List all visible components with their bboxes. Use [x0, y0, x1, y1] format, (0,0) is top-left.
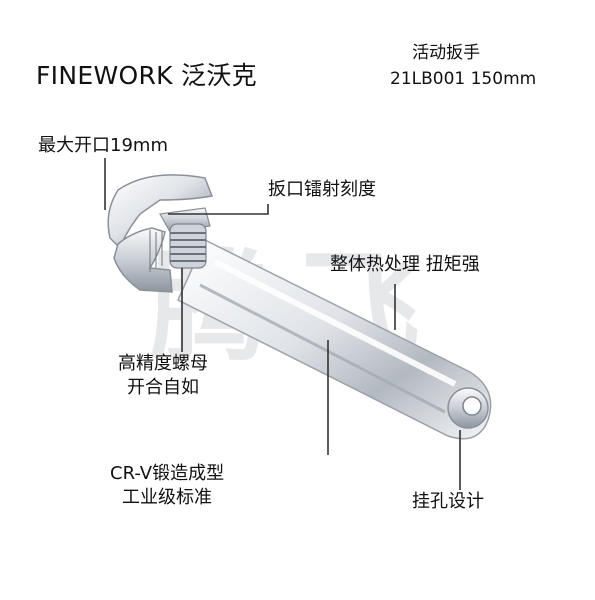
callout-lines: [104, 158, 461, 490]
callout-nut-line1: 高精度螺母: [118, 353, 208, 374]
hang-hole: [447, 387, 489, 429]
model-code: 21LB001 150mm: [390, 69, 537, 89]
wrench-handle: [177, 238, 492, 440]
callout-hang-hole: 挂孔设计: [412, 491, 484, 512]
callout-jaw-scale: 扳口镭射刻度: [268, 179, 376, 200]
worm-nut: [169, 223, 207, 269]
callout-material-line2: 工业级标准: [122, 487, 213, 508]
callout-nut-line2: 开合自如: [127, 377, 199, 398]
callout-material: CR-V锻造成型 工业级标准: [110, 462, 224, 510]
model-info: 活动扳手 21LB001 150mm: [390, 40, 536, 92]
callout-nut: 高精度螺母 开合自如: [118, 352, 208, 400]
brand-title: FINEWORK 泛沃克: [36, 61, 257, 90]
callout-line-scale: [168, 204, 269, 215]
callout-max-opening: 最大开口19mm: [38, 135, 168, 156]
model-name: 活动扳手: [412, 43, 481, 63]
callout-material-line1: CR-V锻造成型: [110, 463, 225, 484]
callout-heat-treatment: 整体热处理 扭矩强: [330, 254, 480, 275]
